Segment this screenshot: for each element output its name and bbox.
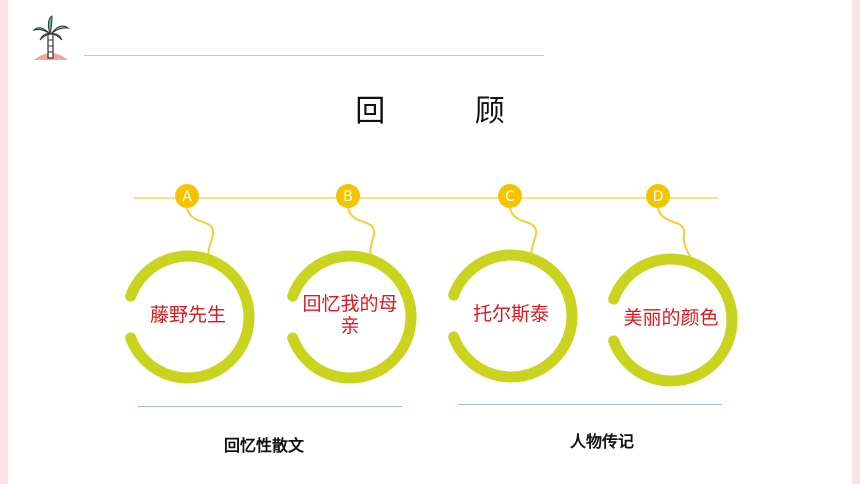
category-label: 人物传记 bbox=[569, 432, 634, 451]
category-label: 回忆性散文 bbox=[223, 436, 304, 455]
item-ring bbox=[448, 249, 578, 383]
item-badge-letter: A bbox=[182, 189, 192, 205]
header-divider bbox=[84, 55, 544, 56]
palm-tree-icon bbox=[32, 15, 70, 60]
item-connector bbox=[347, 207, 376, 259]
category-divider bbox=[138, 406, 402, 407]
item-badge bbox=[336, 184, 360, 208]
item-connector bbox=[657, 207, 694, 262]
left-edge-decoration bbox=[0, 0, 8, 484]
item-ring bbox=[125, 250, 255, 384]
item-badge bbox=[498, 184, 522, 208]
item-badge-letter: B bbox=[343, 189, 353, 205]
item-label: 美丽的颜色 bbox=[623, 307, 719, 329]
page-title: 回 顾 bbox=[355, 94, 545, 129]
item-label: 托尔斯泰 bbox=[472, 303, 549, 325]
item-ring bbox=[287, 250, 417, 384]
item-ring bbox=[608, 253, 738, 387]
item-badge bbox=[646, 184, 670, 208]
category-divider bbox=[458, 404, 722, 405]
item-badge-letter: D bbox=[653, 189, 664, 205]
item-badge bbox=[175, 184, 199, 208]
item-connector bbox=[509, 207, 538, 258]
item-connector bbox=[186, 207, 215, 259]
right-edge-decoration bbox=[852, 0, 860, 484]
item-label: 藤野先生 bbox=[149, 304, 226, 326]
item-badge-letter: C bbox=[505, 189, 515, 205]
item-label: 回忆我的母亲 bbox=[302, 293, 398, 337]
